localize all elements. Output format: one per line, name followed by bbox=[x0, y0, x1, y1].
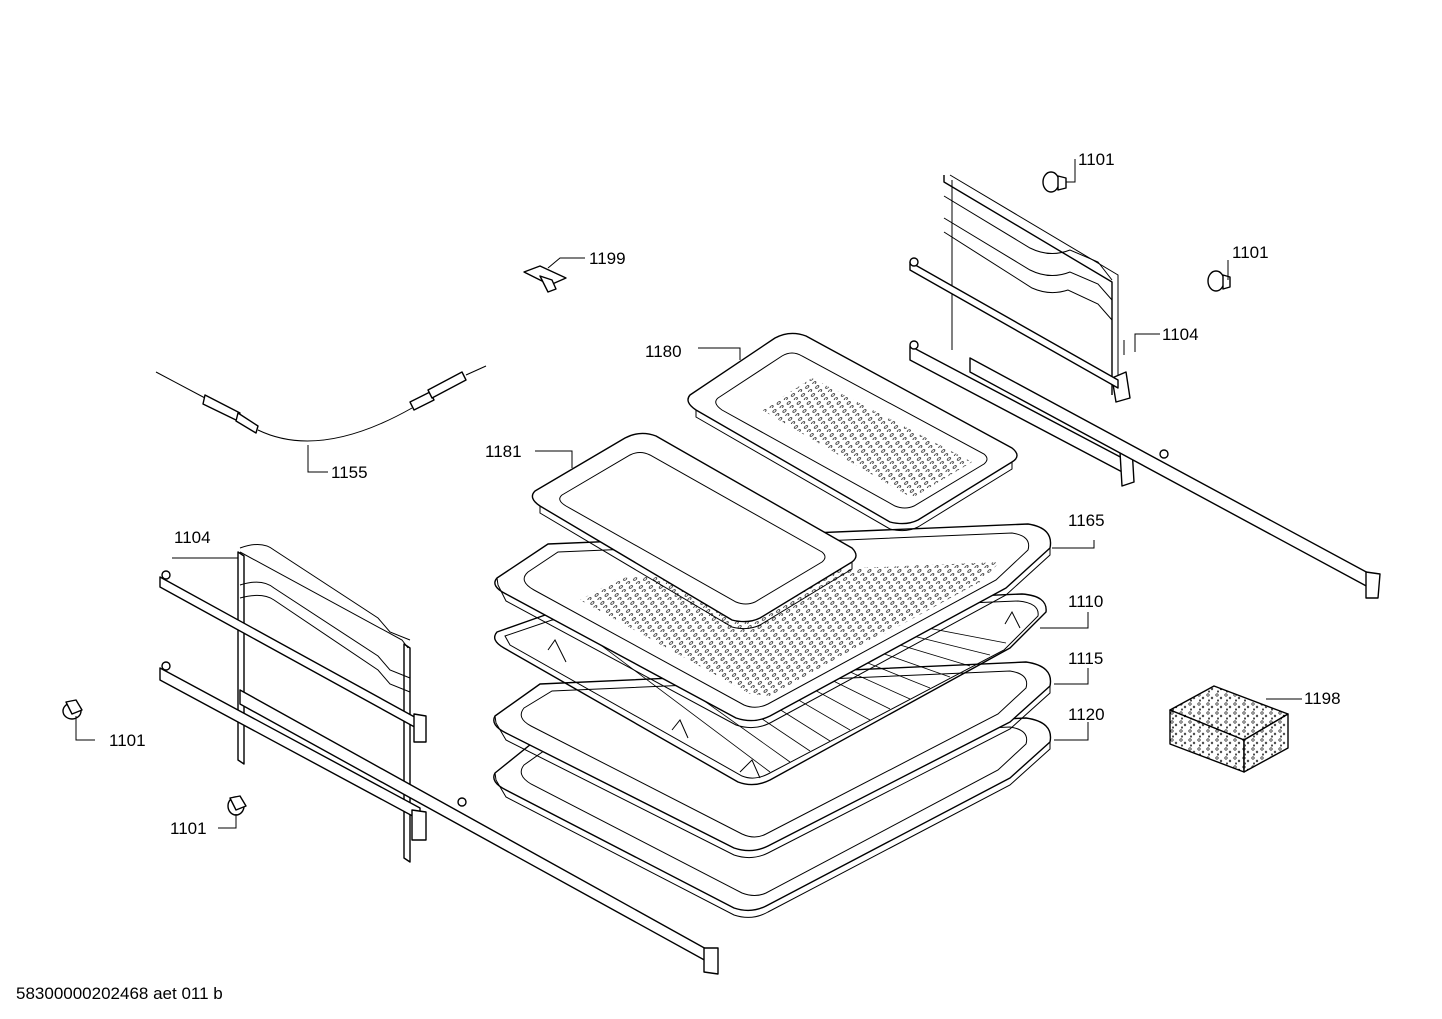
label-1101-bottom: 1101 bbox=[170, 819, 207, 838]
perforated-pan-1180 bbox=[687, 332, 1018, 532]
label-1101-right: 1101 bbox=[1232, 243, 1269, 262]
leader-lines bbox=[75, 159, 1302, 829]
fastener-1101-top bbox=[1042, 171, 1067, 193]
label-1104-left: 1104 bbox=[174, 528, 211, 547]
perforated-tray-1165 bbox=[494, 523, 1052, 729]
meat-probe-1155 bbox=[155, 365, 487, 442]
fastener-1101-left bbox=[62, 699, 83, 720]
fastener-1101-bottom bbox=[227, 795, 247, 816]
label-1181: 1181 bbox=[485, 442, 522, 461]
label-1101-left: 1101 bbox=[109, 731, 146, 750]
gastronorm-pan-1181 bbox=[531, 432, 857, 630]
label-1155: 1155 bbox=[331, 463, 368, 482]
label-1120: 1120 bbox=[1068, 705, 1105, 724]
shelf-rail-right-1104 bbox=[909, 174, 1381, 599]
baking-tray-1115 bbox=[493, 661, 1052, 859]
label-1199: 1199 bbox=[589, 249, 626, 268]
label-1165: 1165 bbox=[1068, 511, 1105, 530]
label-1104-right: 1104 bbox=[1162, 325, 1199, 344]
clip-1199 bbox=[523, 265, 567, 293]
shelf-rail-left-1104 bbox=[159, 544, 719, 975]
sponge-1198 bbox=[1169, 685, 1289, 773]
label-1110: 1110 bbox=[1068, 592, 1103, 611]
fastener-1101-right bbox=[1207, 270, 1231, 292]
label-1180: 1180 bbox=[645, 342, 682, 361]
label-1115: 1115 bbox=[1068, 649, 1103, 668]
drawing-reference: 58300000202468 aet 011 b bbox=[16, 984, 223, 1003]
label-1198: 1198 bbox=[1304, 689, 1341, 708]
label-1101-top: 1101 bbox=[1078, 150, 1115, 169]
